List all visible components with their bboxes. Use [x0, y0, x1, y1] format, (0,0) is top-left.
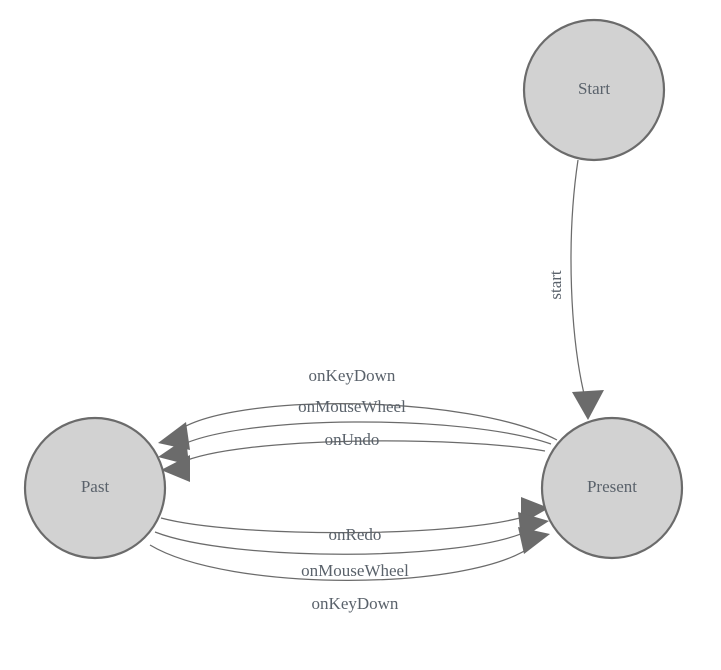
- node-present[interactable]: Present: [540, 416, 684, 560]
- node-past-label: Past: [81, 477, 110, 496]
- edge-present-to-past-undo-path: [179, 440, 546, 464]
- edge-present-to-past-mousewheel-path: [175, 421, 552, 449]
- edge-start-to-present-label: start: [546, 270, 565, 300]
- edge-past-to-present-keydown-path: [149, 544, 533, 581]
- node-past[interactable]: Past: [23, 416, 167, 560]
- edge-past-to-present-mousewheel-path: [154, 529, 531, 555]
- edge-past-to-present-redo-label: onRedo: [329, 525, 382, 544]
- edge-present-to-past-undo-label: onUndo: [325, 430, 380, 449]
- edge-past-to-present-mousewheel[interactable]: onMouseWheel: [154, 512, 549, 580]
- edge-present-to-past-mousewheel[interactable]: onMouseWheel: [158, 397, 552, 465]
- node-start-label: Start: [578, 79, 610, 98]
- edge-start-to-present[interactable]: start: [546, 159, 604, 420]
- node-start[interactable]: Start: [522, 18, 666, 162]
- edge-present-to-past-mousewheel-arrowhead: [158, 438, 189, 465]
- node-past-circle: [23, 416, 167, 560]
- edge-past-to-present-redo[interactable]: onRedo: [160, 497, 549, 544]
- node-present-circle: [540, 416, 684, 560]
- edge-past-to-present-keydown-label: onKeyDown: [312, 594, 399, 613]
- edge-present-to-past-keydown-label: onKeyDown: [309, 366, 396, 385]
- edge-present-to-past-undo-arrowhead: [161, 455, 190, 482]
- edge-start-to-present-path: [570, 159, 587, 403]
- node-present-label: Present: [587, 477, 637, 496]
- edge-present-to-past-mousewheel-label: onMouseWheel: [298, 397, 406, 416]
- edge-present-to-past-keydown-path: [175, 403, 558, 441]
- node-start-circle: [522, 18, 666, 162]
- edge-start-to-present-arrowhead: [572, 390, 604, 420]
- edge-past-to-present-mousewheel-label: onMouseWheel: [301, 561, 409, 580]
- edge-past-to-present-redo-path: [160, 514, 531, 534]
- edge-past-to-present-keydown[interactable]: onKeyDown: [149, 527, 550, 613]
- edge-present-to-past-undo[interactable]: onUndo: [161, 430, 546, 482]
- edge-past-to-present-keydown-arrowhead: [518, 527, 550, 554]
